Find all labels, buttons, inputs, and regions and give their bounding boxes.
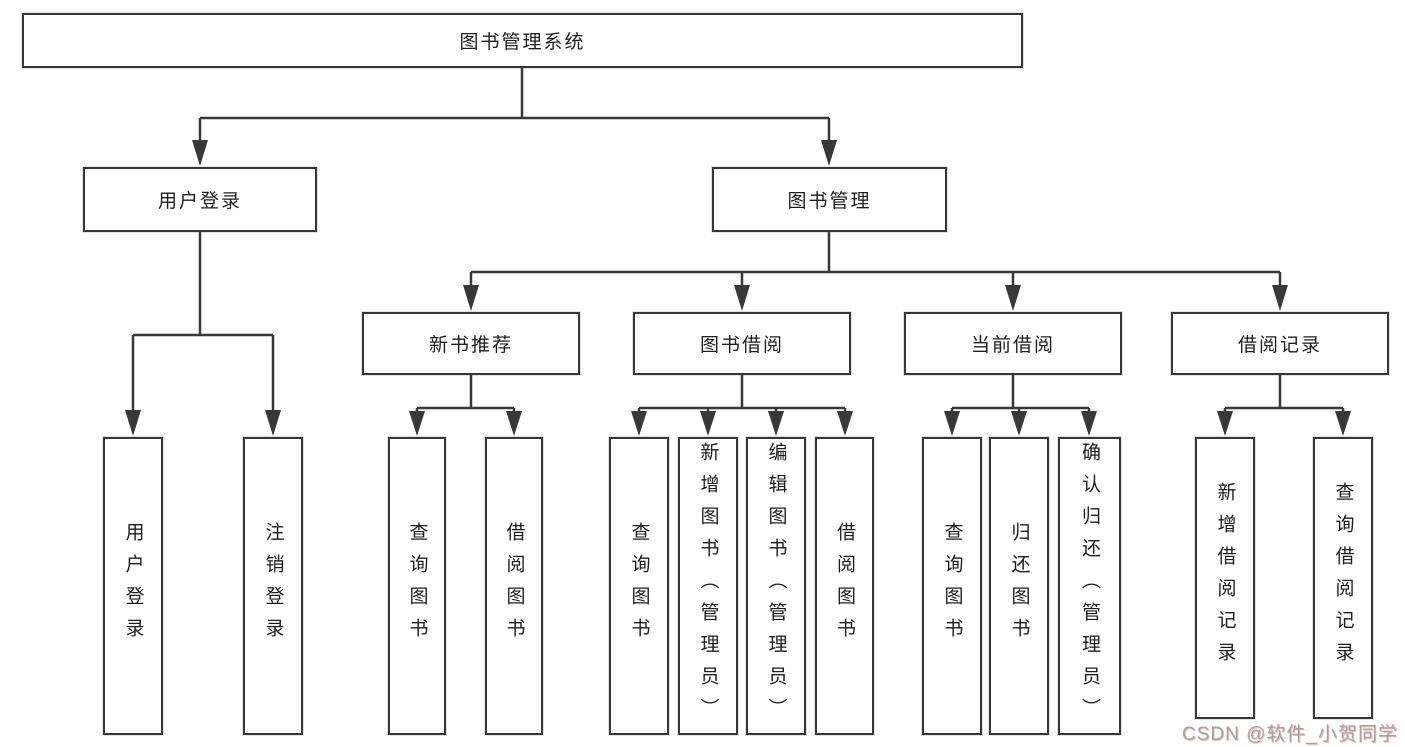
leaf-newbooks-borrow-books: 借阅图书 — [485, 437, 543, 735]
csdn-watermark: CSDN @软件_小贺同学 — [1182, 724, 1398, 745]
leaf-logout: 注销登录 — [243, 437, 303, 735]
arrowhead — [1272, 285, 1288, 311]
node-book-borrowing: 图书借阅 — [633, 312, 851, 375]
arrowhead — [125, 410, 141, 436]
leaf-current-query-books-label: 查询图书 — [941, 522, 963, 650]
arrowhead — [768, 411, 784, 436]
leaf-borrowing-borrow-books-label: 借阅图书 — [834, 522, 855, 650]
arrowhead — [506, 411, 522, 436]
node-book-management: 图书管理 — [712, 167, 947, 232]
arrowhead — [1335, 411, 1351, 436]
arrowhead — [409, 411, 425, 436]
leaf-borrowing-query-books: 查询图书 — [609, 437, 669, 735]
node-current-borrowing-label: 当前借阅 — [970, 335, 1055, 356]
connector-root-to-level2 — [198, 68, 831, 141]
leaf-add-books-admin: 新增图书（管理员） — [678, 437, 738, 735]
arrowhead — [837, 411, 853, 436]
node-new-book-recommend-label: 新书推荐 — [428, 335, 513, 356]
connector-userlogin-to-leaves — [131, 232, 275, 410]
arrowhead — [631, 411, 647, 436]
leaf-query-borrow-record: 查询借阅记录 — [1313, 437, 1373, 719]
arrowhead — [734, 285, 750, 311]
connector-currentborrow-to-leaves — [950, 375, 1091, 411]
leaf-borrowing-query-books-label: 查询图书 — [628, 522, 650, 650]
leaf-newbooks-query-books: 查询图书 — [388, 437, 446, 735]
leaf-newbooks-borrow-books-label: 借阅图书 — [503, 522, 525, 650]
leaf-confirm-return-admin: 确认归还（管理员） — [1058, 437, 1121, 735]
node-book-management-label: 图书管理 — [787, 191, 872, 212]
node-book-borrowing-label: 图书借阅 — [699, 335, 784, 356]
connector-newbooks-to-leaves — [415, 375, 516, 411]
node-new-book-recommend: 新书推荐 — [362, 312, 580, 375]
leaf-user-login: 用户登录 — [103, 437, 163, 735]
arrowhead — [1081, 411, 1097, 436]
leaf-newbooks-query-books-label: 查询图书 — [406, 522, 428, 650]
arrowhead — [463, 285, 479, 311]
leaf-add-books-admin-label: 新增图书（管理员） — [697, 442, 719, 730]
node-borrowing-records: 借阅记录 — [1171, 312, 1389, 375]
connector-bookborrow-to-leaves — [637, 375, 847, 411]
node-library-system-label: 图书管理系统 — [459, 32, 586, 53]
leaf-return-books-label: 归还图书 — [1008, 522, 1030, 650]
connector-bookmgmt-to-level3 — [469, 232, 1282, 286]
leaf-edit-books-admin: 编辑图书（管理员） — [746, 437, 806, 735]
arrowhead — [1011, 411, 1027, 436]
leaf-return-books: 归还图书 — [989, 437, 1049, 735]
arrowhead — [944, 411, 960, 436]
leaf-confirm-return-admin-label: 确认归还（管理员） — [1079, 442, 1100, 730]
leaf-logout-label: 注销登录 — [262, 522, 284, 650]
node-borrowing-records-label: 借阅记录 — [1237, 335, 1322, 356]
leaf-add-borrow-record-label: 新增借阅记录 — [1214, 482, 1236, 674]
arrowhead — [821, 140, 837, 166]
node-user-login: 用户登录 — [83, 167, 317, 232]
arrowhead — [192, 140, 208, 166]
leaf-query-borrow-record-label: 查询借阅记录 — [1332, 482, 1354, 674]
arrowhead — [1005, 285, 1021, 311]
connector-borrowrecords-to-leaves — [1223, 375, 1345, 411]
node-current-borrowing: 当前借阅 — [904, 312, 1122, 375]
node-library-system: 图书管理系统 — [22, 13, 1023, 68]
arrowhead — [700, 411, 716, 436]
leaf-edit-books-admin-label: 编辑图书（管理员） — [765, 442, 787, 730]
arrowhead — [265, 410, 281, 436]
arrowhead — [1217, 411, 1233, 436]
leaf-borrowing-borrow-books: 借阅图书 — [815, 437, 874, 735]
leaf-add-borrow-record: 新增借阅记录 — [1195, 437, 1255, 719]
node-user-login-label: 用户登录 — [157, 191, 242, 212]
leaf-current-query-books: 查询图书 — [922, 437, 982, 735]
leaf-user-login-label: 用户登录 — [122, 522, 144, 650]
